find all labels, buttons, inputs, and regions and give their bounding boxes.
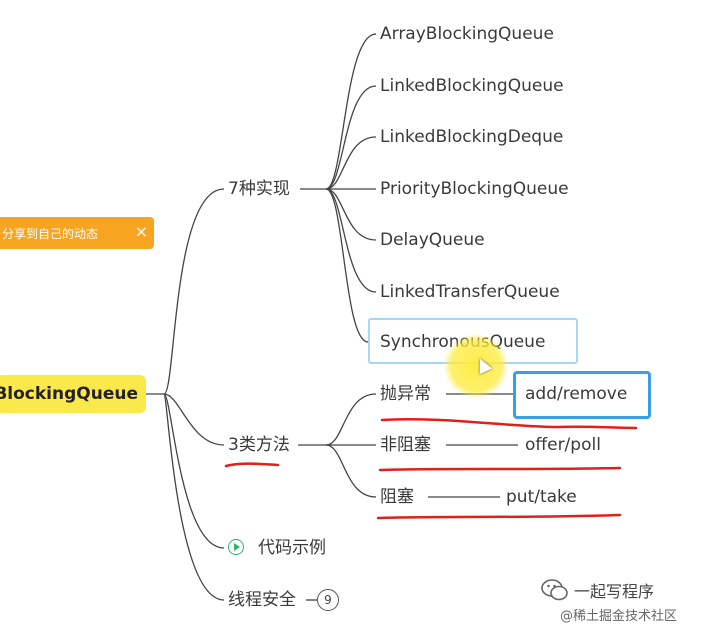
impl-item-3[interactable]: LinkedBlockingDeque: [380, 127, 564, 147]
watermark-subtitle: @稀土掘金技术社区: [560, 609, 678, 624]
annotation-underline-2: [378, 466, 622, 472]
close-icon[interactable]: ×: [134, 222, 148, 241]
method-value-2[interactable]: offer/poll: [525, 435, 601, 455]
root-label: BlockingQueue: [0, 384, 138, 404]
focused-node-frame: [513, 371, 651, 419]
impl-item-1[interactable]: ArrayBlockingQueue: [380, 24, 554, 44]
connector-root-impl: [163, 188, 225, 395]
annotation-underline-3: [376, 513, 622, 520]
connector-root-methods: [163, 393, 225, 446]
connector-impl-1: [325, 33, 377, 190]
connector-methods-3: [325, 444, 377, 498]
impl-item-6[interactable]: LinkedTransferQueue: [380, 282, 560, 302]
connector-impl-6: [325, 188, 377, 293]
connector-impl-5: [325, 188, 377, 241]
method-label-1[interactable]: 抛异常: [380, 384, 431, 404]
method-label-2[interactable]: 非阻塞: [380, 435, 431, 455]
mindmap-root-node[interactable]: BlockingQueue: [0, 375, 146, 413]
branch-thread-safety[interactable]: 线程安全: [228, 590, 296, 610]
annotation-underline-1: [380, 417, 638, 430]
cursor-highlight: [444, 334, 508, 398]
impl-item-2[interactable]: LinkedBlockingQueue: [380, 76, 564, 96]
branch-methods[interactable]: 3类方法: [228, 435, 290, 455]
annotation-underline-methods: [224, 462, 280, 468]
method-value-1[interactable]: add/remove: [525, 384, 628, 404]
connector-root-example: [163, 393, 225, 549]
impl-item-5[interactable]: DelayQueue: [380, 230, 485, 250]
branch-example[interactable]: 代码示例: [258, 538, 326, 558]
branch-implementations[interactable]: 7种实现: [228, 179, 290, 199]
connector-root-safety: [163, 393, 225, 601]
play-circle-icon[interactable]: [228, 539, 244, 555]
share-toast-text: 分享到自己的动态: [2, 226, 99, 241]
share-toast[interactable]: 分享到自己的动态 ×: [0, 217, 154, 249]
connector-methods-1: [325, 393, 377, 446]
connector-impl-2: [325, 85, 377, 190]
watermark-title: 一起写程序: [574, 582, 655, 601]
connector-impl-3: [325, 136, 377, 190]
method-label-3[interactable]: 阻塞: [380, 487, 414, 507]
impl-item-4[interactable]: PriorityBlockingQueue: [380, 179, 569, 199]
wechat-icon: [541, 579, 568, 601]
method-value-3[interactable]: put/take: [506, 487, 577, 507]
collapsed-count-badge[interactable]: 9: [317, 589, 339, 611]
connector-impl-7: [325, 188, 369, 343]
